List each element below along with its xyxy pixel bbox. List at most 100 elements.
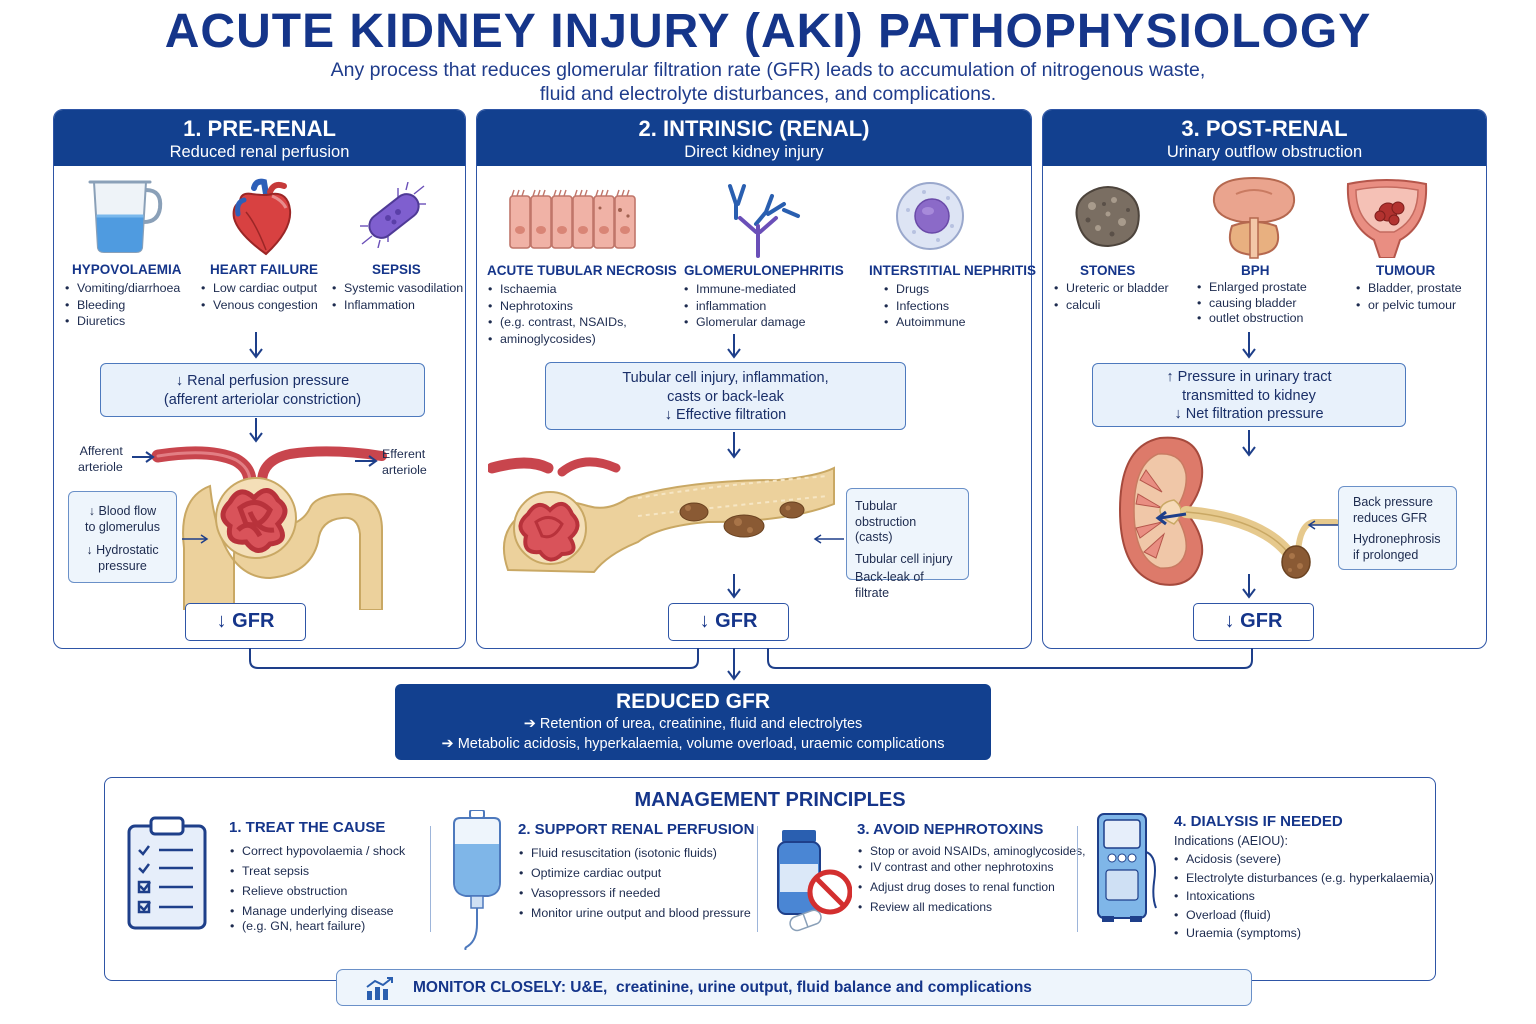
- list-item: Optimize cardiac output: [517, 863, 751, 883]
- list-item: (e.g. GN, heart failure): [228, 916, 405, 936]
- tubular-cells-icon: [508, 188, 638, 250]
- arrow-down-icon: [249, 332, 263, 359]
- arrow-down-icon: [1242, 574, 1256, 599]
- monitor-text: MONITOR CLOSELY: U&E, creatinine, urine …: [413, 979, 1032, 996]
- list-item: Bladder, prostate: [1356, 280, 1462, 297]
- stone-icon: [1068, 182, 1144, 250]
- intrinsic-mechanism-line-1: Tubular cell injury, inflammation,: [622, 370, 829, 386]
- list-item: Adjust drug doses to renal function: [856, 879, 1085, 895]
- management-section-4-list: Acidosis (severe) Electrolyte disturbanc…: [1172, 850, 1434, 943]
- prerenal-note-box: ↓ Blood flow to glomerulus ↓ Hydrostatic…: [68, 491, 177, 583]
- prerenal-cause-list-heart-failure: Low cardiac output Venous congestion: [201, 280, 318, 313]
- prerenal-mechanism-box: ↓ Renal perfusion pressure (afferent art…: [100, 363, 425, 417]
- list-item: Ureteric or bladder: [1054, 280, 1169, 297]
- list-item: Acidosis (severe): [1172, 850, 1434, 869]
- postrenal-cause-list-tumour: Bladder, prostate or pelvic tumour: [1356, 280, 1462, 313]
- bacteria-icon: [358, 182, 428, 248]
- prerenal-header: 1. PRE-RENAL Reduced renal perfusion: [54, 110, 465, 166]
- management-section-4-title: 4. DIALYSIS IF NEEDED: [1174, 813, 1343, 830]
- beaker-icon: [84, 176, 166, 254]
- immune-cell-icon: [894, 180, 966, 252]
- intrinsic-cause-title-atn: ACUTE TUBULAR NECROSIS: [487, 263, 677, 278]
- reduced-gfr-line-1: ➔ Retention of urea, creatinine, fluid a…: [523, 716, 863, 732]
- dialysis-machine-icon: [1094, 812, 1160, 924]
- note-line: reduces GFR: [1353, 510, 1428, 525]
- gfr-connector-lines: [249, 648, 1253, 681]
- no-drugs-icon: [776, 830, 852, 932]
- antibody-icon: [710, 182, 802, 258]
- note-line: Back-leak of filtrate: [855, 570, 924, 600]
- list-item: Infections: [884, 298, 966, 315]
- list-item: Ischaemia: [488, 281, 627, 298]
- list-item: outlet obstruction: [1197, 311, 1307, 327]
- prerenal-cause-title-sepsis: SEPSIS: [372, 262, 421, 277]
- afferent-label: Afferent arteriole: [78, 444, 123, 475]
- postrenal-cause-list-bph: Enlarged prostate causing bladder outlet…: [1197, 280, 1307, 327]
- list-item: Drugs: [884, 281, 966, 298]
- list-item: Overload (fluid): [1172, 906, 1434, 925]
- list-item: Nephrotoxins: [488, 298, 627, 315]
- arrow-right-icon: [355, 455, 378, 467]
- intrinsic-note-box: Tubular obstruction (casts) Tubular cell…: [846, 488, 969, 600]
- list-item: Review all medications: [856, 899, 1085, 915]
- arrow-right-icon: [182, 534, 209, 544]
- list-item: Treat sepsis: [228, 861, 405, 881]
- postrenal-gfr-box: ↓ GFR: [1193, 603, 1314, 641]
- postrenal-mechanism-line-2: transmitted to kidney: [1182, 387, 1316, 404]
- glomerulus-illustration: [150, 438, 390, 610]
- page-title: ACUTE KIDNEY INJURY (AKI) PATHOPHYSIOLOG…: [164, 5, 1372, 58]
- arrow-right-icon: [132, 451, 155, 463]
- bladder-tumour-icon: [1344, 178, 1430, 258]
- list-item: calculi: [1054, 297, 1169, 314]
- list-item: Low cardiac output: [201, 280, 318, 297]
- list-item: Immune-mediated: [684, 281, 806, 298]
- page-subtitle: Any process that reduces glomerular filt…: [0, 58, 1536, 106]
- prerenal-cause-list-hypovolaemia: Vomiting/diarrhoea Bleeding Diuretics: [65, 280, 180, 330]
- management-section-2-title: 2. SUPPORT RENAL PERFUSION: [518, 821, 755, 838]
- list-item: aminoglycosides): [488, 331, 627, 348]
- monitor-bar: MONITOR CLOSELY: U&E, creatinine, urine …: [336, 969, 1252, 1006]
- section-divider: [430, 826, 432, 932]
- prerenal-gfr-box: ↓ GFR: [185, 603, 306, 641]
- intrinsic-cause-title-gn: GLOMERULONEPHRITIS: [684, 263, 844, 278]
- efferent-label-line: arteriole: [382, 462, 427, 477]
- list-item: Stop or avoid NSAIDs, aminoglycosides,: [856, 843, 1085, 859]
- nephron-tubule-illustration: [488, 450, 840, 580]
- management-title: MANAGEMENT PRINCIPLES: [634, 789, 906, 811]
- postrenal-cause-title-tumour: TUMOUR: [1376, 263, 1436, 278]
- postrenal-note-box: Back pressure reduces GFR Hydronephrosis…: [1338, 486, 1457, 570]
- list-item: Autoimmune: [884, 314, 966, 331]
- prerenal-cause-title-hypovolaemia: HYPOVOLAEMIA: [72, 262, 182, 277]
- list-item: Inflammation: [332, 297, 463, 314]
- list-item: or pelvic tumour: [1356, 297, 1462, 314]
- postrenal-cause-list-stones: Ureteric or bladder calculi: [1054, 280, 1169, 313]
- arrow-down-icon: [727, 432, 741, 459]
- efferent-label: Efferent arteriole: [382, 447, 427, 478]
- list-item: Relieve obstruction: [228, 881, 405, 901]
- prerenal-subtitle: Reduced renal perfusion: [169, 143, 350, 161]
- prerenal-cause-title-heart-failure: HEART FAILURE: [210, 262, 318, 277]
- prerenal-mechanism-line-1: ↓ Renal perfusion pressure: [175, 373, 350, 389]
- arrow-down-icon: [1242, 430, 1256, 457]
- intrinsic-subtitle: Direct kidney injury: [684, 143, 824, 161]
- reduced-gfr-box: REDUCED GFR ➔ Retention of urea, creatin…: [395, 684, 991, 760]
- note-line: ↓ Hydrostatic: [86, 543, 159, 557]
- reduced-gfr-title: REDUCED GFR: [615, 690, 770, 713]
- list-item: Vomiting/diarrhoea: [65, 280, 180, 297]
- intrinsic-title: 2. INTRINSIC (RENAL): [638, 116, 870, 141]
- postrenal-subtitle: Urinary outflow obstruction: [1166, 143, 1363, 161]
- postrenal-mechanism-line-3: ↓ Net filtration pressure: [1174, 406, 1324, 422]
- prostate-icon: [1206, 174, 1302, 260]
- afferent-label-line: arteriole: [78, 459, 123, 474]
- management-section-4-intro: Indications (AEIOU):: [1174, 834, 1288, 848]
- note-line: Hydronephrosis: [1353, 532, 1441, 546]
- arrow-down-icon: [727, 334, 741, 359]
- arrow-down-icon: [1242, 332, 1256, 359]
- management-section-2-list: Fluid resuscitation (isotonic fluids) Op…: [517, 843, 751, 923]
- intrinsic-mechanism-line-3: ↓ Effective filtration: [664, 407, 787, 423]
- section-divider: [757, 826, 759, 932]
- arrow-down-icon: [249, 418, 263, 443]
- postrenal-cause-title-stones: STONES: [1080, 263, 1136, 278]
- reduced-gfr-line-2: ➔ Metabolic acidosis, hyperkalaemia, vol…: [441, 736, 945, 752]
- management-section-3-title: 3. AVOID NEPHROTOXINS: [857, 821, 1044, 838]
